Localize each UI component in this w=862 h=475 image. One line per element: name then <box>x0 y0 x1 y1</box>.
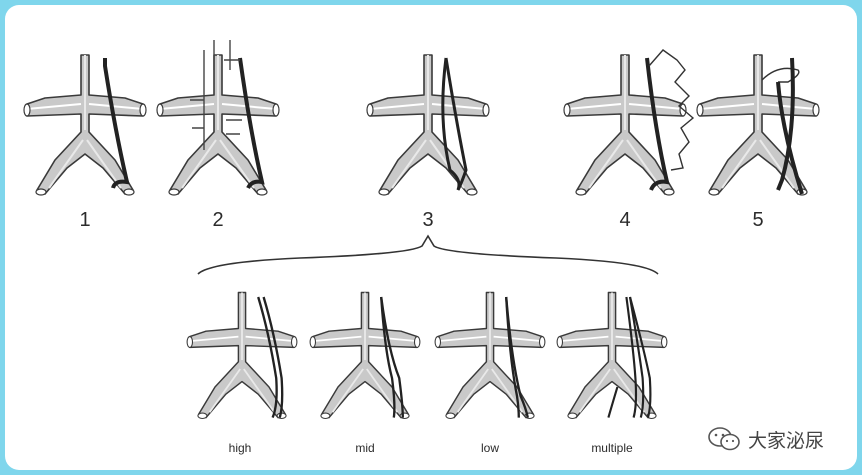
sub-variant-label-high: high <box>229 441 252 455</box>
sub-variant-multiple-figure <box>556 291 668 420</box>
variant-number-2: 2 <box>212 209 223 231</box>
variant-3-figure <box>366 54 490 196</box>
sub-variant-mid-figure <box>309 291 421 420</box>
variant-number-5: 5 <box>752 209 763 231</box>
wechat-icon <box>708 427 740 451</box>
variant-2-figure <box>156 40 280 196</box>
sub-variant-high-figure <box>186 291 298 420</box>
sub-variant-label-low: low <box>481 441 499 455</box>
watermark-text: 大家泌尿 <box>748 429 825 452</box>
sub-variant-label-mid: mid <box>355 441 374 455</box>
sub-variant-low-figure <box>434 291 546 420</box>
sub-variant-bracket <box>197 234 659 275</box>
variant-5-figure <box>696 54 820 196</box>
watermark: 大家泌尿 <box>706 424 824 454</box>
variant-number-1: 1 <box>79 209 90 231</box>
variant-1-figure <box>23 54 147 196</box>
variant-number-3: 3 <box>422 209 433 231</box>
variant-number-4: 4 <box>619 209 630 231</box>
sub-variant-label-multiple: multiple <box>591 441 633 455</box>
variant-4-figure <box>563 49 695 196</box>
